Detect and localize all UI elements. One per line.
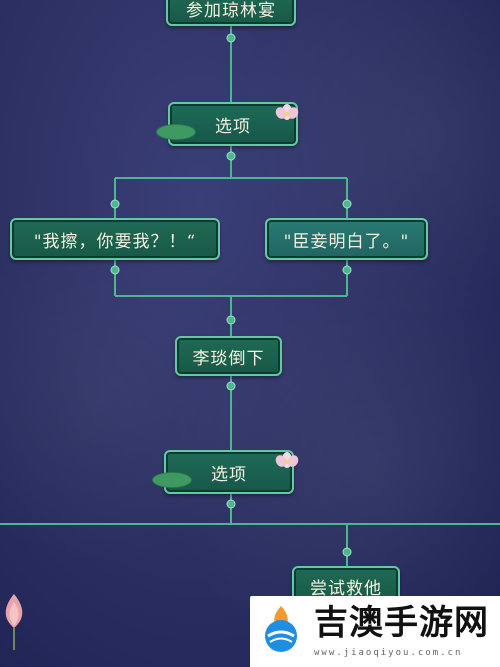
choice-node-right[interactable]: "臣妾明白了。" — [265, 218, 428, 260]
story-node-banquet[interactable]: 参加琼林宴 — [166, 0, 296, 26]
connector-dot-icon — [110, 199, 120, 209]
site-watermark: 吉澳手游网 www.jiaoqiyou.com.cn — [250, 596, 500, 667]
watermark-url: www.jiaoqiyou.com.cn — [314, 648, 463, 658]
lotus-bud-icon — [5, 594, 23, 650]
story-node-label: 李琰倒下 — [192, 348, 265, 369]
lily-pad-icon — [152, 472, 192, 488]
connector-dot-icon — [226, 381, 236, 391]
watermark-brand: 吉澳手游网 — [314, 603, 489, 643]
lotus-flower-icon — [275, 452, 299, 468]
lily-pad-icon — [156, 124, 196, 140]
choice-label: "我擦，你要我？！“ — [33, 231, 197, 252]
connector-dot-icon — [110, 265, 120, 275]
story-node-label: 参加琼林宴 — [186, 0, 276, 21]
option-label: 选项 — [211, 464, 247, 485]
connector-dot-icon — [226, 315, 236, 325]
connector-dot-icon — [226, 151, 236, 161]
choice-node-left[interactable]: "我擦，你要我？！“ — [10, 218, 220, 260]
watermark-logo-icon — [265, 606, 297, 652]
choice-label: "臣妾明白了。" — [283, 231, 410, 252]
option-node-1[interactable]: 选项 — [168, 102, 298, 146]
connector-dot-icon — [226, 499, 236, 509]
connector-dot-icon — [342, 547, 352, 557]
option-node-2[interactable]: 选项 — [164, 450, 294, 494]
story-node-label: 尝试救他 — [310, 578, 382, 599]
connector-dot-icon — [226, 33, 236, 43]
option-label: 选项 — [215, 116, 251, 137]
connector-dot-icon — [342, 265, 352, 275]
connector-dot-icon — [342, 199, 352, 209]
lotus-flower-icon — [275, 104, 299, 120]
story-node-li-collapses[interactable]: 李琰倒下 — [175, 336, 282, 376]
